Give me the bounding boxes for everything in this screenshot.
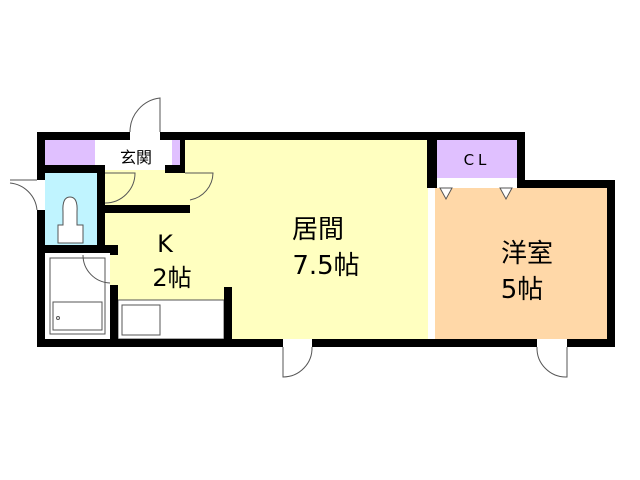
balcony-door-living[interactable] <box>282 346 313 378</box>
shoe-closet <box>45 140 95 165</box>
western-room-area <box>435 188 607 339</box>
toilet-door[interactable] <box>104 172 136 204</box>
closet-rail <box>437 178 517 188</box>
western-size: 5帖 <box>501 275 544 305</box>
balcony-door-western[interactable] <box>536 346 568 378</box>
shoe-closet-2 <box>172 140 180 165</box>
bath-door[interactable] <box>82 254 111 284</box>
toilet-icon <box>57 196 84 244</box>
kitchen-size: 2帖 <box>152 264 191 292</box>
entrance-door[interactable] <box>129 97 161 133</box>
closet-label: CL <box>464 151 491 169</box>
living-label: 居間 <box>292 215 344 245</box>
living-size: 7.5帖 <box>292 251 359 281</box>
drain-icon <box>56 316 60 320</box>
walls <box>37 132 615 347</box>
closet-area <box>437 140 517 178</box>
toilet-window-door[interactable] <box>9 179 38 211</box>
sink <box>121 304 161 336</box>
closet-door-mark <box>499 187 513 201</box>
bathtub-inner <box>52 301 103 331</box>
living-door[interactable] <box>185 172 214 201</box>
sliding-partition <box>428 188 435 339</box>
closet-door-mark <box>439 187 453 201</box>
genkan-area <box>105 140 167 170</box>
kitchen-label: K <box>157 230 174 258</box>
genkan-label: 玄関 <box>120 148 152 167</box>
western-label: 洋室 <box>501 239 553 269</box>
